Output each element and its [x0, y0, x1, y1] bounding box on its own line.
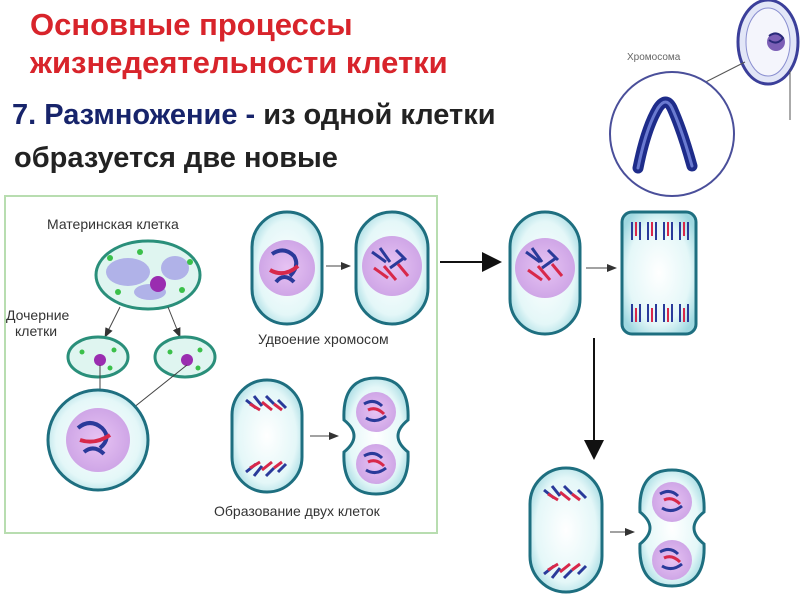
- mother-cell-label: Материнская клетка: [47, 216, 179, 232]
- cell-anaphase-right: [620, 210, 698, 336]
- cell-before-doubling: [250, 210, 324, 326]
- section-heading: 7. Размножение - из одной клетки: [12, 96, 496, 134]
- title-line-2: жизнедеятельности клетки: [30, 45, 448, 80]
- chromosome-magnified: [609, 71, 735, 197]
- arrow-to-daughter-2: [167, 306, 181, 338]
- chromosome-label: Хромосома: [627, 52, 681, 63]
- arrow-to-daughter-1: [104, 306, 121, 338]
- section-number: 7. Размножение -: [12, 99, 256, 131]
- cell-dividing: [342, 376, 410, 496]
- cell-anaphase: [230, 378, 304, 494]
- cell-nucleus-zoom: [46, 388, 150, 492]
- cell-metaphase: [508, 210, 582, 336]
- mother-cell: [94, 239, 202, 311]
- zoom-line-4: [127, 364, 188, 413]
- daughter-cell-1: [66, 335, 130, 379]
- section-text: из одной клетки: [255, 99, 496, 131]
- cell-final-division: [638, 468, 706, 588]
- bacterium-illustration: [736, 0, 800, 86]
- daughter-label-1: Дочерние: [6, 307, 70, 323]
- cell-telophase-right: [528, 466, 604, 594]
- daughter-label-2: клетки: [15, 323, 57, 339]
- page-title: Основные процессы жизнедеятельности клет…: [30, 6, 590, 82]
- cell-after-doubling: [354, 210, 430, 326]
- daughter-cell-2: [153, 335, 217, 379]
- title-line-1: Основные процессы: [30, 7, 353, 42]
- section-line-2: образуется две новые: [14, 142, 338, 174]
- doubling-label: Удвоение хромосом: [258, 331, 389, 347]
- two-cells-label: Образование двух клеток: [214, 503, 381, 519]
